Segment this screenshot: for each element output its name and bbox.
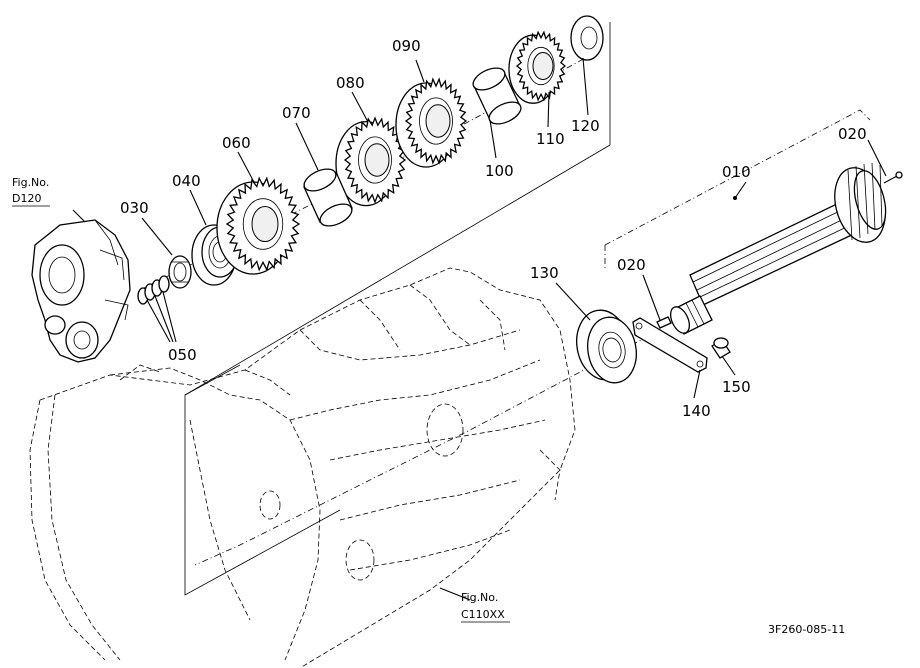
label-140: 140 — [682, 402, 711, 420]
assembly-boundary — [139, 22, 871, 596]
d120-housing — [31, 219, 131, 363]
label-060: 060 — [222, 134, 251, 152]
washer-120 — [570, 15, 604, 61]
fig-ref-label: Fig.No. — [461, 591, 498, 604]
label-120: 120 — [571, 117, 600, 135]
label-050: 050 — [168, 346, 197, 364]
gear-060 — [216, 176, 301, 275]
label-030: 030 — [120, 199, 149, 217]
gear-090 — [395, 77, 468, 168]
fig-ref-d120: Fig.No. D120 — [12, 176, 50, 207]
gear-set — [216, 30, 567, 275]
label-040: 040 — [172, 172, 201, 190]
fig-ref-code: D120 — [12, 192, 41, 205]
snap-rings-050 — [137, 275, 170, 305]
transmission-case — [29, 267, 576, 668]
label-070: 070 — [282, 104, 311, 122]
label-130: 130 — [530, 264, 559, 282]
pin-020 — [656, 316, 672, 329]
label-110: 110 — [536, 130, 565, 148]
label-080: 080 — [336, 74, 365, 92]
fig-ref-code: C110XX — [461, 608, 505, 621]
bearing-130 — [576, 309, 637, 384]
sleeve-070 — [303, 168, 353, 227]
bolt-150 — [711, 337, 731, 359]
label-020-top: 020 — [838, 125, 867, 143]
gear-080 — [335, 116, 407, 207]
sleeve-100 — [472, 67, 522, 125]
drawing-code: 3F260-085-11 — [768, 623, 845, 636]
shaft-010 — [669, 162, 903, 335]
label-150: 150 — [722, 378, 751, 396]
leader-lines — [72, 57, 887, 601]
label-020-shaft: 020 — [617, 256, 646, 274]
plate-140 — [632, 317, 708, 373]
collar-030 — [168, 255, 192, 289]
fig-ref-label: Fig.No. — [12, 176, 49, 189]
gear-110 — [508, 30, 567, 104]
part-labels: 010 020 020 030 040 050 060 070 080 090 … — [120, 37, 867, 420]
label-010: 010 — [722, 163, 751, 181]
label-100: 100 — [485, 162, 514, 180]
fig-ref-c110xx: Fig.No. C110XX — [461, 591, 510, 623]
label-090: 090 — [392, 37, 421, 55]
